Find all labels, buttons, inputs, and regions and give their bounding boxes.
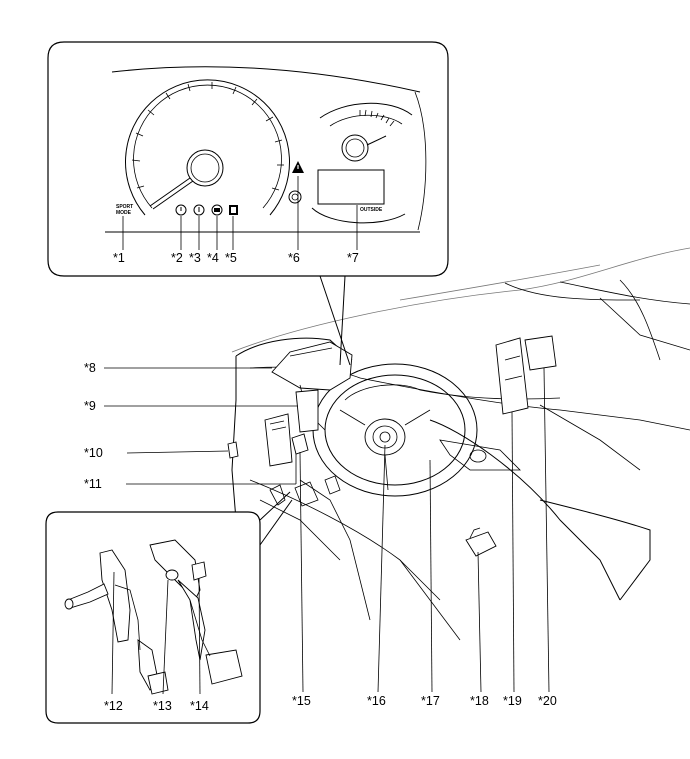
meter-inset: OUTSIDE SPORT MODE [47, 41, 449, 366]
label-5: *5 [225, 251, 237, 265]
label-10: *10 [84, 446, 103, 460]
abs-icon [211, 204, 223, 216]
interior-linework [231, 247, 690, 641]
power-indicator-icon [229, 205, 238, 215]
parking-brake-pedal [64, 549, 169, 695]
label-8: *8 [84, 361, 96, 375]
label-20: *20 [538, 694, 557, 708]
label-6: *6 [288, 251, 300, 265]
column-ecu-part [295, 389, 319, 433]
callout-labels: *1 *2 *3 *4 *5 *6 *7 *8 *9 *10 *11 *12 *… [84, 251, 557, 713]
label-18: *18 [470, 694, 489, 708]
pedal-inset-frame [45, 511, 261, 724]
parts [227, 335, 557, 557]
label-12: *12 [104, 699, 123, 713]
label-13: *13 [153, 699, 172, 713]
outside-label: OUTSIDE [360, 207, 383, 213]
label-9: *9 [84, 399, 96, 413]
pedal-inset [45, 491, 293, 724]
label-3: *3 [189, 251, 201, 265]
sensor-module-part [465, 531, 497, 557]
meter-inset-frame [47, 41, 449, 277]
pedal-stroke-sensor [191, 561, 207, 581]
label-4: *4 [207, 251, 219, 265]
combination-meter-part [271, 341, 353, 391]
brake-hold-icon [193, 204, 205, 216]
stop-light-switch-part [291, 433, 309, 455]
stop-light-switch [165, 569, 179, 581]
small-switch-part [227, 441, 239, 459]
label-15: *15 [292, 694, 311, 708]
dash-ecu-part [495, 337, 529, 415]
bracket-part [524, 335, 557, 371]
label-11: *11 [84, 477, 102, 491]
brake-warning-icon [175, 204, 187, 216]
brake-pedal [149, 539, 243, 685]
dimmer-knob-icon [288, 190, 302, 204]
label-14: *14 [190, 699, 209, 713]
label-1: *1 [113, 251, 125, 265]
multi-information-display [317, 169, 385, 205]
label-16: *16 [367, 694, 386, 708]
label-7: *7 [347, 251, 359, 265]
inset-leaders [122, 176, 358, 250]
sport-mode-bottom: MODE [116, 210, 132, 216]
label-17: *17 [421, 694, 440, 708]
sport-mode-top: SPORT [116, 204, 133, 210]
main-leaders [104, 367, 550, 693]
warning-triangle-icon [292, 161, 304, 173]
label-2: *2 [171, 251, 183, 265]
label-19: *19 [503, 694, 522, 708]
pedal-inset-leaders [111, 571, 201, 695]
